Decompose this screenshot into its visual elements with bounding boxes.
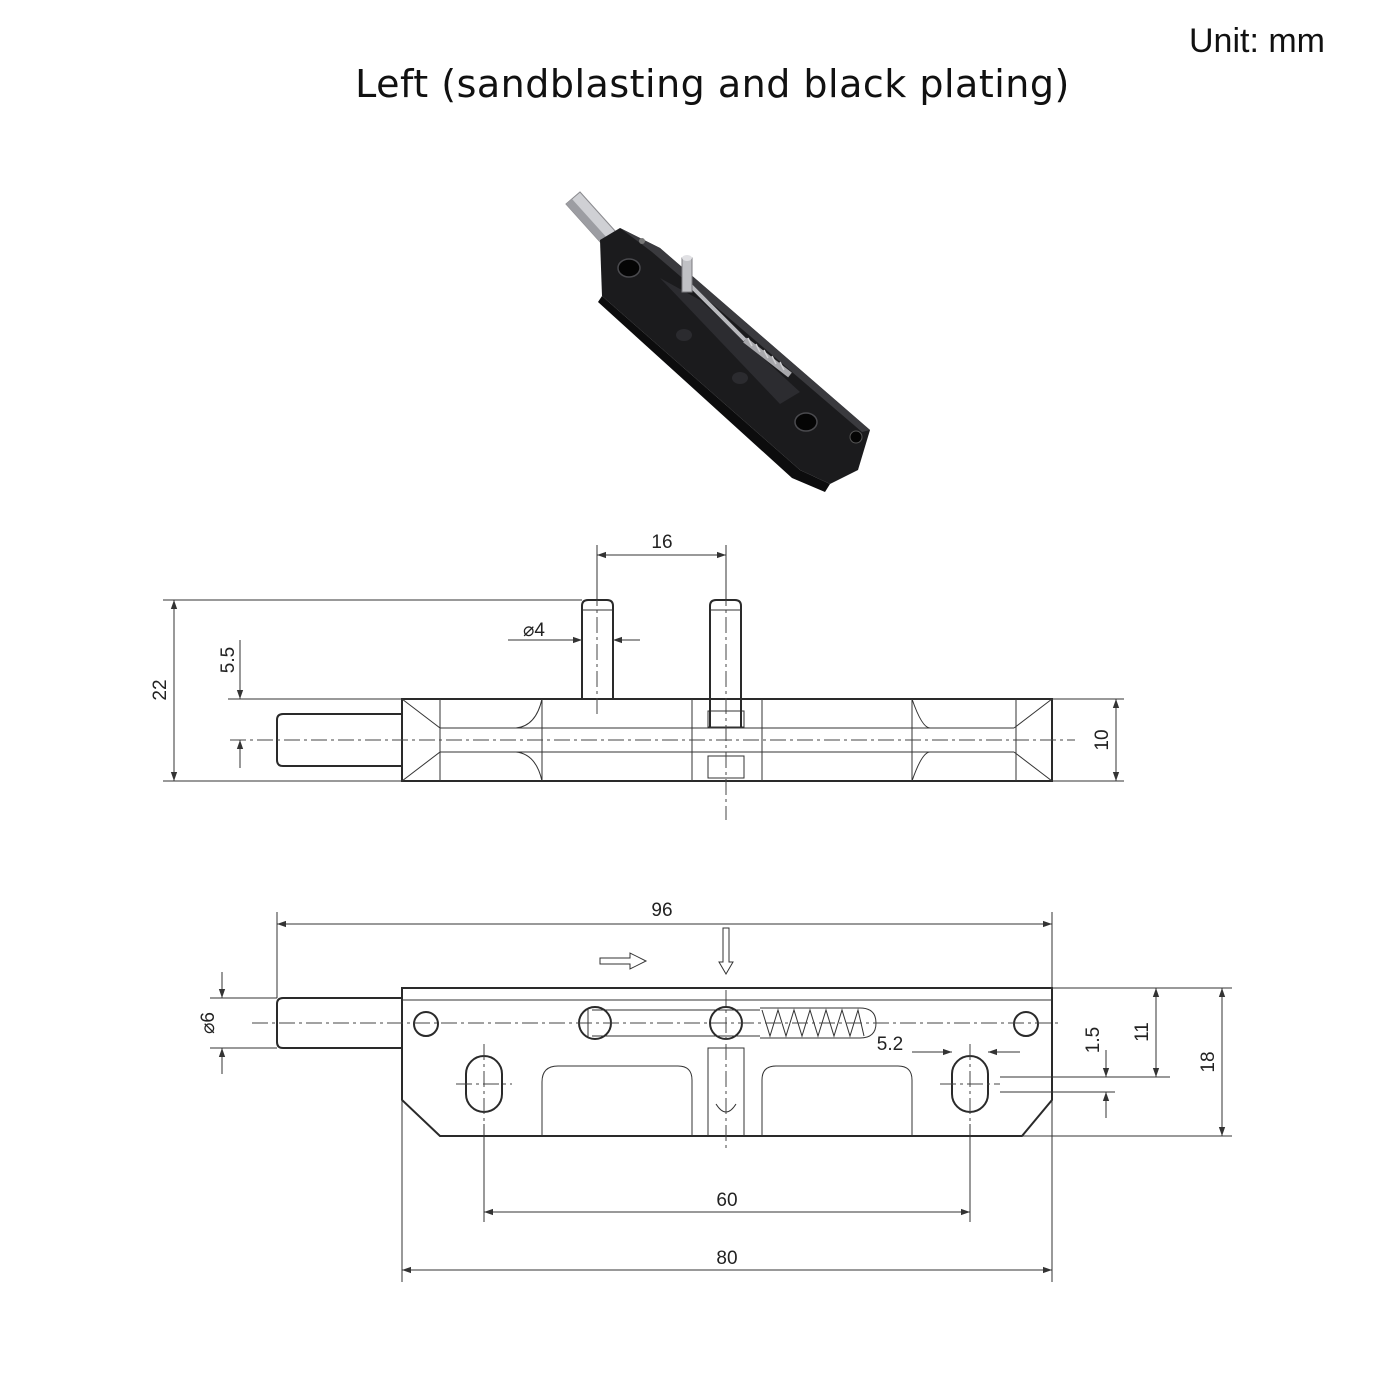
- dim-total-height: 22: [150, 679, 171, 700]
- top-body-outline: [276, 987, 1053, 1137]
- mount-hole-photo: [617, 258, 641, 278]
- press-direction-arrow-icon: [718, 927, 734, 975]
- top-view-drawing: 96 ⌀6 5.2 1.5 11 18 60: [198, 900, 1232, 1282]
- side-view-drawing: 16 ⌀4 22 5.5 10: [150, 532, 1124, 820]
- dim-body-height: 10: [1092, 729, 1113, 750]
- dim-pin-diameter: ⌀4: [523, 620, 545, 641]
- dim-slot-offset: 1.5: [1083, 1027, 1104, 1053]
- dim-body-length: 80: [716, 1248, 737, 1269]
- slide-direction-arrow-icon: [599, 952, 648, 970]
- dim-pin-offset: 5.5: [218, 647, 239, 673]
- dim-bolt-axis-height: 11: [1132, 1022, 1153, 1042]
- unit-label: Unit: mm: [1189, 22, 1325, 60]
- knob-pin-photo: [681, 255, 693, 293]
- mount-hole-photo: [794, 412, 818, 432]
- mount-hole-left: [413, 1011, 439, 1037]
- product-photo: [565, 191, 870, 492]
- dim-bolt-diameter: ⌀6: [198, 1012, 219, 1034]
- dim-hole-spacing: 60: [716, 1190, 737, 1211]
- page-title: Left (sandblasting and black plating): [355, 62, 1070, 106]
- dim-pin-spacing: 16: [651, 532, 672, 553]
- dim-body-width: 18: [1198, 1051, 1219, 1072]
- spring-photo: [743, 337, 792, 378]
- dim-slot-width: 5.2: [877, 1034, 903, 1055]
- mount-hole-right: [1013, 1011, 1039, 1037]
- dim-overall-length: 96: [651, 900, 672, 921]
- latch-body-photo: [598, 228, 870, 492]
